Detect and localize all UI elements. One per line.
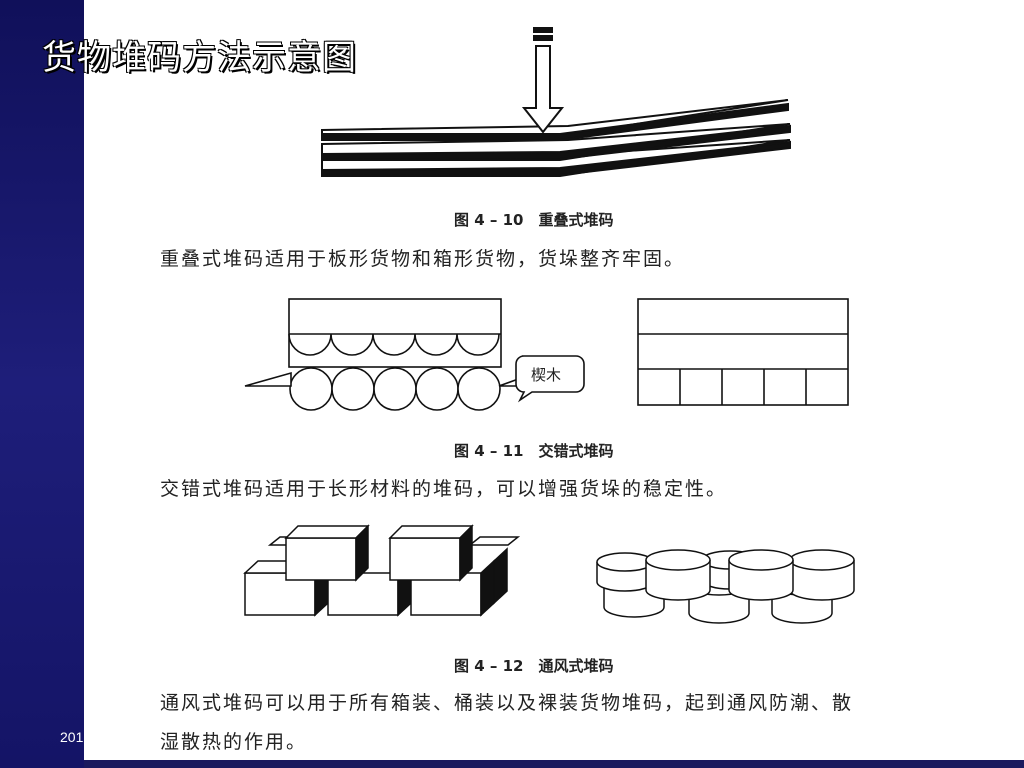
ventilated-barrel-stack <box>596 549 855 624</box>
left-sidebar-band <box>0 0 84 768</box>
plate-middle-face <box>321 124 791 162</box>
log-4 <box>415 367 459 411</box>
figure-3-caption: 图 4 – 12 通风式堆码 <box>454 657 614 675</box>
wedge-label: 楔木 <box>531 366 562 384</box>
bottom-band <box>84 760 1024 768</box>
figure-1-caption: 图 4 – 10 重叠式堆码 <box>454 211 614 229</box>
log-1 <box>289 367 333 411</box>
log-2 <box>331 367 375 411</box>
figure-3-description-line1: 通风式堆码可以用于所有箱装、桶装以及裸装货物堆码，起到通风防潮、散 <box>160 692 854 714</box>
arrow-cap <box>533 27 553 33</box>
board-block <box>288 298 502 368</box>
arrow-down-icon <box>521 45 565 134</box>
overlap-stack-diagram <box>321 27 791 178</box>
figure-3-description-line2: 湿散热的作用。 <box>160 731 308 753</box>
cross-stack-diagram-right <box>637 298 849 406</box>
log-5 <box>457 367 501 411</box>
plate-top-face <box>321 102 789 141</box>
wedge-left <box>244 371 292 387</box>
cross-stack-diagram-left <box>244 298 585 411</box>
slide-title: 货物堆码方法示意图 <box>42 38 357 78</box>
figure-2-description: 交错式堆码适用于长形材料的堆码，可以增强货垛的稳定性。 <box>160 478 728 500</box>
ventilated-box-stack <box>243 524 521 617</box>
date-fragment: 201 <box>60 729 84 745</box>
arc-row <box>288 333 500 356</box>
wedge-label-callout <box>515 355 585 403</box>
figure-2-caption: 图 4 – 11 交错式堆码 <box>454 442 614 460</box>
plate-bottom-face <box>321 140 791 178</box>
arrow-cap-2 <box>533 35 553 41</box>
log-3 <box>373 367 417 411</box>
figure-1-description: 重叠式堆码适用于板形货物和箱形货物，货垛整齐牢固。 <box>160 248 686 270</box>
